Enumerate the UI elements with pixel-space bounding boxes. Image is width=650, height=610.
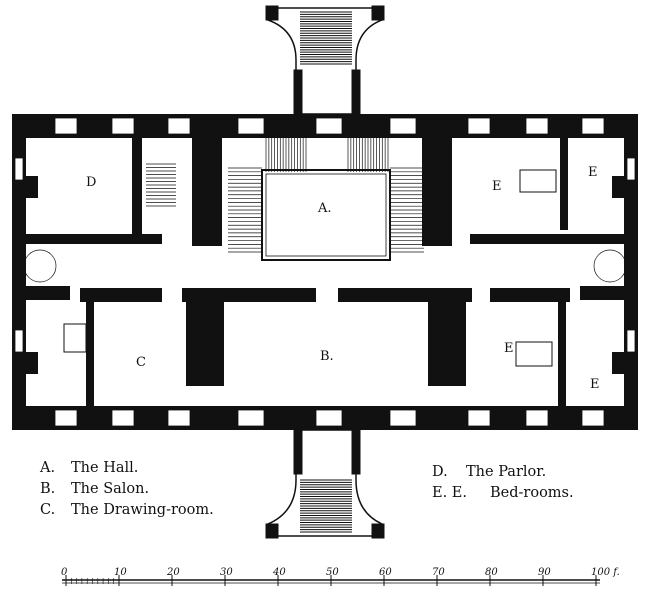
legend-item-b: B.The Salon. (40, 481, 150, 497)
room-label-e2: E (588, 165, 598, 180)
room-label-e4: E (590, 377, 600, 392)
entrance-south (265, 429, 385, 539)
scale-tick-label: 80 (485, 567, 498, 578)
legend-left: A.The Hall. B.The Salon. C.The Drawing-r… (40, 458, 214, 521)
scale-tick-label: 40 (272, 567, 286, 578)
interior-walls (12, 114, 638, 406)
scale-tick-label: 50 (326, 567, 339, 578)
windows (14, 117, 636, 427)
room-label-c: C (136, 355, 146, 370)
room-label-d: D (86, 175, 96, 190)
hall-a (261, 169, 391, 261)
room-labels: A. B. C D E E E E (86, 165, 600, 392)
scale-tick-label: 60 (379, 567, 392, 578)
outer-walls (12, 114, 638, 430)
legend-item-a: A.The Hall. (40, 460, 139, 476)
scale-tick-label: 70 (432, 567, 445, 578)
scale-bar: 0 10 20 30 40 50 60 70 80 90 100 f. (61, 567, 620, 586)
room-label-e1: E (492, 179, 502, 194)
legend-item-c: C.The Drawing-room. (40, 502, 214, 518)
room-label-b: B. (320, 349, 334, 364)
scale-tick-label: 20 (166, 567, 180, 578)
stairs (23, 138, 627, 283)
entrance-north (265, 5, 385, 115)
bed-alcoves (63, 169, 557, 367)
room-label-e3: E (504, 341, 514, 356)
scale-tick-label: 0 (61, 567, 68, 578)
legend-item-d: D.The Parlor. (432, 464, 547, 480)
scale-tick-label: 30 (220, 567, 233, 578)
legend-item-e: E. E.Bed-rooms. (432, 485, 574, 501)
scale-tick-label: 10 (114, 567, 127, 578)
scale-tick-label: 90 (538, 567, 551, 578)
legend-right: D.The Parlor. E. E.Bed-rooms. (432, 462, 574, 504)
room-label-a: A. (317, 201, 332, 216)
scale-tick-label: 100 f. (591, 567, 620, 578)
